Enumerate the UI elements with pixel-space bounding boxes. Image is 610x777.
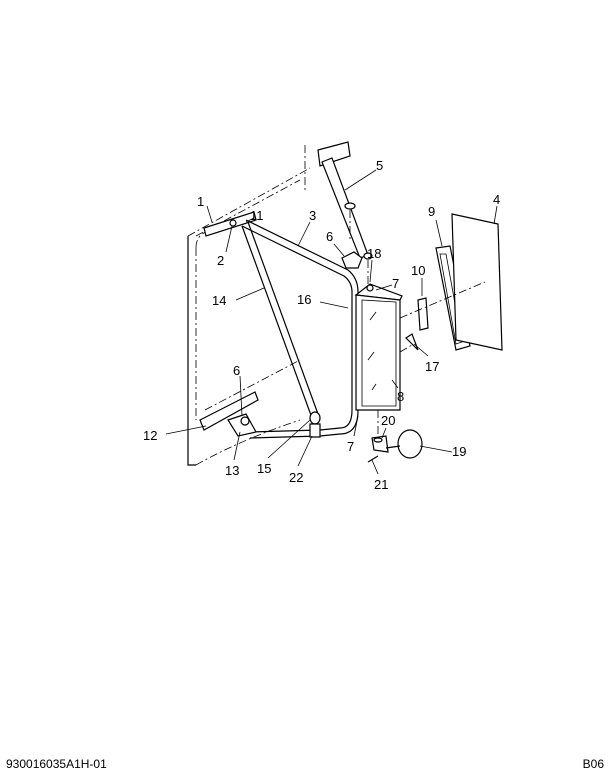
knob-upper bbox=[341, 251, 363, 269]
callout-20: 20 bbox=[381, 413, 395, 428]
page-code: B06 bbox=[582, 757, 604, 771]
upper-hinge-bracket bbox=[203, 211, 257, 237]
screw-17 bbox=[405, 333, 419, 351]
callout-7-lower: 7 bbox=[347, 439, 354, 454]
drawing-id: 930016035A1H-01 bbox=[6, 757, 107, 771]
brace-strut bbox=[241, 221, 321, 438]
callout-13: 13 bbox=[225, 463, 239, 478]
callout-1: 1 bbox=[197, 194, 204, 209]
mirror-head bbox=[354, 283, 403, 435]
callout-21: 21 bbox=[374, 477, 388, 492]
callout-16: 16 bbox=[297, 292, 311, 307]
callout-7-upper: 7 bbox=[392, 276, 399, 291]
callout-3: 3 bbox=[309, 208, 316, 223]
callout-17: 17 bbox=[425, 359, 439, 374]
callout-2: 2 bbox=[217, 253, 224, 268]
callout-6-upper: 6 bbox=[326, 229, 333, 244]
callout-labels: 1 2 3 4 5 6 6 7 7 8 9 10 11 12 13 14 15 … bbox=[143, 158, 500, 492]
callout-12: 12 bbox=[143, 428, 157, 443]
callout-18: 18 bbox=[367, 246, 381, 261]
callout-15: 15 bbox=[257, 461, 271, 476]
callout-4: 4 bbox=[493, 192, 500, 207]
callout-10: 10 bbox=[411, 263, 425, 278]
lower-bracket bbox=[199, 391, 259, 437]
upper-bracket bbox=[317, 141, 373, 285]
callout-11: 11 bbox=[250, 208, 264, 223]
callout-5: 5 bbox=[376, 158, 383, 173]
mirror-back-plate bbox=[451, 213, 503, 351]
mounting-axis bbox=[399, 281, 486, 319]
callout-9: 9 bbox=[428, 204, 435, 219]
callout-14: 14 bbox=[212, 293, 226, 308]
callout-8: 8 bbox=[397, 389, 404, 404]
callout-19: 19 bbox=[452, 444, 466, 459]
clamp-assembly bbox=[367, 429, 423, 463]
leader-lines bbox=[165, 169, 498, 475]
callout-22: 22 bbox=[289, 470, 303, 485]
mirror-pad bbox=[417, 297, 429, 331]
callout-6-lower: 6 bbox=[233, 363, 240, 378]
